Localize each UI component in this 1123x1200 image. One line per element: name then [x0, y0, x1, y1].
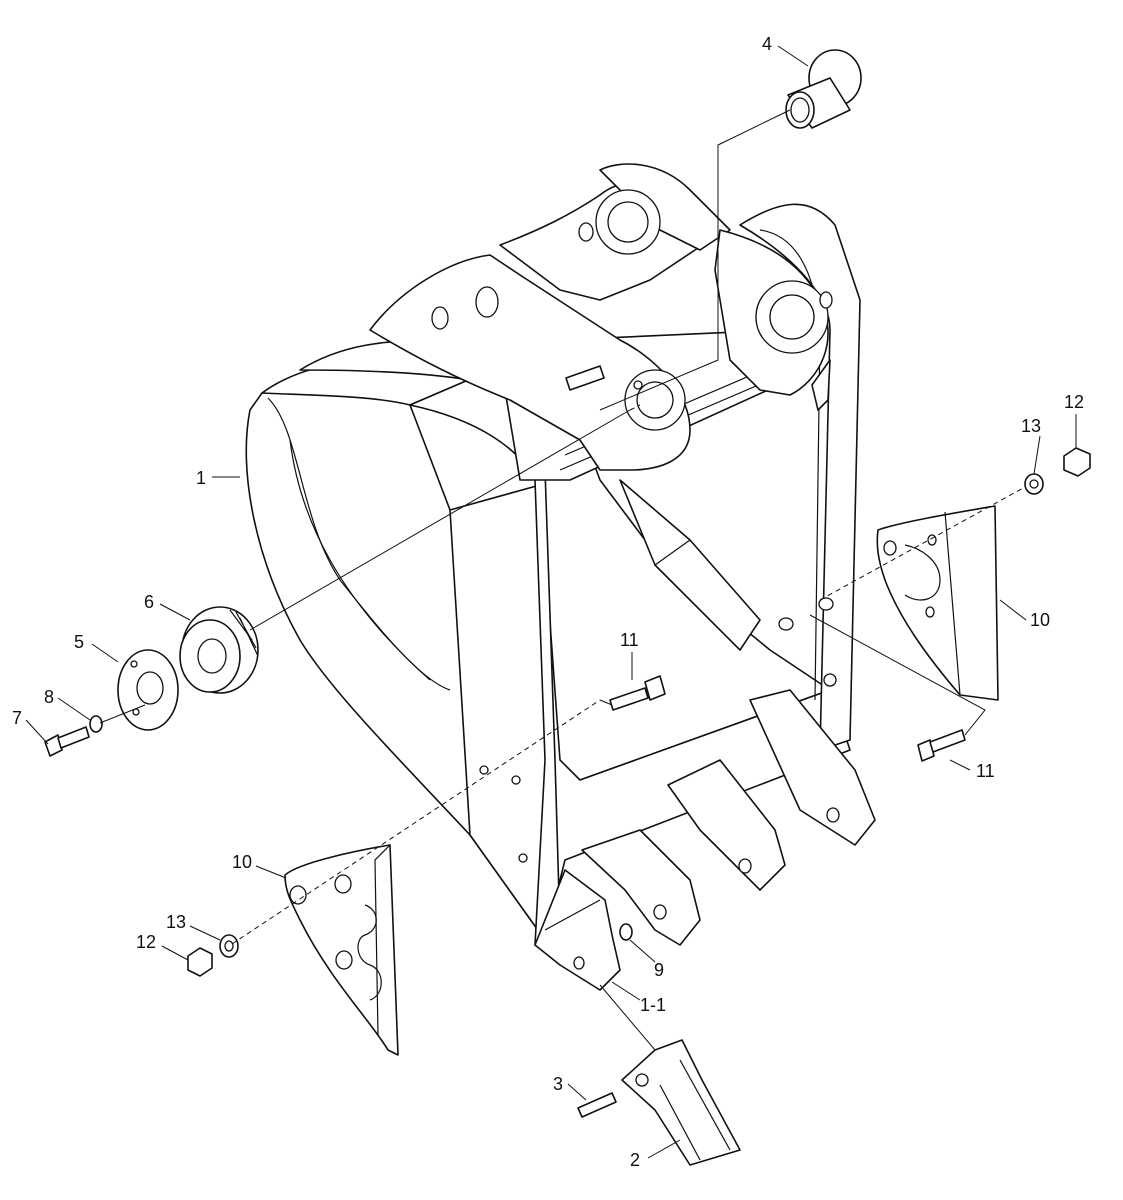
- bushing-part-4: [785, 49, 862, 129]
- callout-7: 7: [12, 708, 22, 728]
- callout-13-right: 13: [1021, 416, 1041, 436]
- nut-part-12-left: [187, 947, 213, 977]
- washer-part-8: [89, 715, 103, 733]
- callout-leaders: [25, 45, 1077, 1159]
- nut-part-12-right: [1063, 447, 1091, 477]
- callout-13-left: 13: [166, 912, 186, 932]
- callout-12-left: 12: [136, 932, 156, 952]
- washer-part-13-right: [1024, 473, 1044, 495]
- bucket-body: [245, 163, 861, 946]
- pin-washer-part-9: [619, 923, 633, 941]
- callout-labels: 1 1-1 2 3 4 5 6 7 8 9 10 10 11 11 12 12 …: [12, 34, 1084, 1170]
- callout-9: 9: [654, 960, 664, 980]
- callout-11-lower: 11: [976, 761, 995, 781]
- callout-1: 1: [196, 468, 206, 488]
- bolt-part-11-lower: [917, 729, 966, 762]
- pin-part-3: [577, 1092, 617, 1118]
- tooth-part-2: [621, 1039, 741, 1166]
- callout-8: 8: [44, 687, 54, 707]
- callout-6: 6: [144, 592, 154, 612]
- callout-4: 4: [762, 34, 772, 54]
- callout-12-right: 12: [1064, 392, 1084, 412]
- tooth-adapters: [534, 689, 876, 991]
- bolt-part-7: [44, 726, 90, 757]
- callout-3: 3: [553, 1074, 563, 1094]
- callout-5: 5: [74, 632, 84, 652]
- bolt-part-11-upper: [609, 675, 666, 711]
- callout-11-upper: 11: [620, 630, 639, 650]
- assembly-lines: [99, 109, 1026, 1051]
- side-cutter-right-part-10: [876, 505, 999, 701]
- callout-10-right: 10: [1030, 610, 1050, 630]
- callout-1-1: 1-1: [640, 995, 666, 1015]
- callout-2: 2: [630, 1150, 640, 1170]
- washer-plate-part-5: [117, 649, 179, 731]
- side-cutter-left-part-10: [284, 844, 399, 1056]
- washer-part-13-left: [219, 934, 239, 958]
- shim-part-6: [179, 606, 259, 694]
- callout-10-left: 10: [232, 852, 252, 872]
